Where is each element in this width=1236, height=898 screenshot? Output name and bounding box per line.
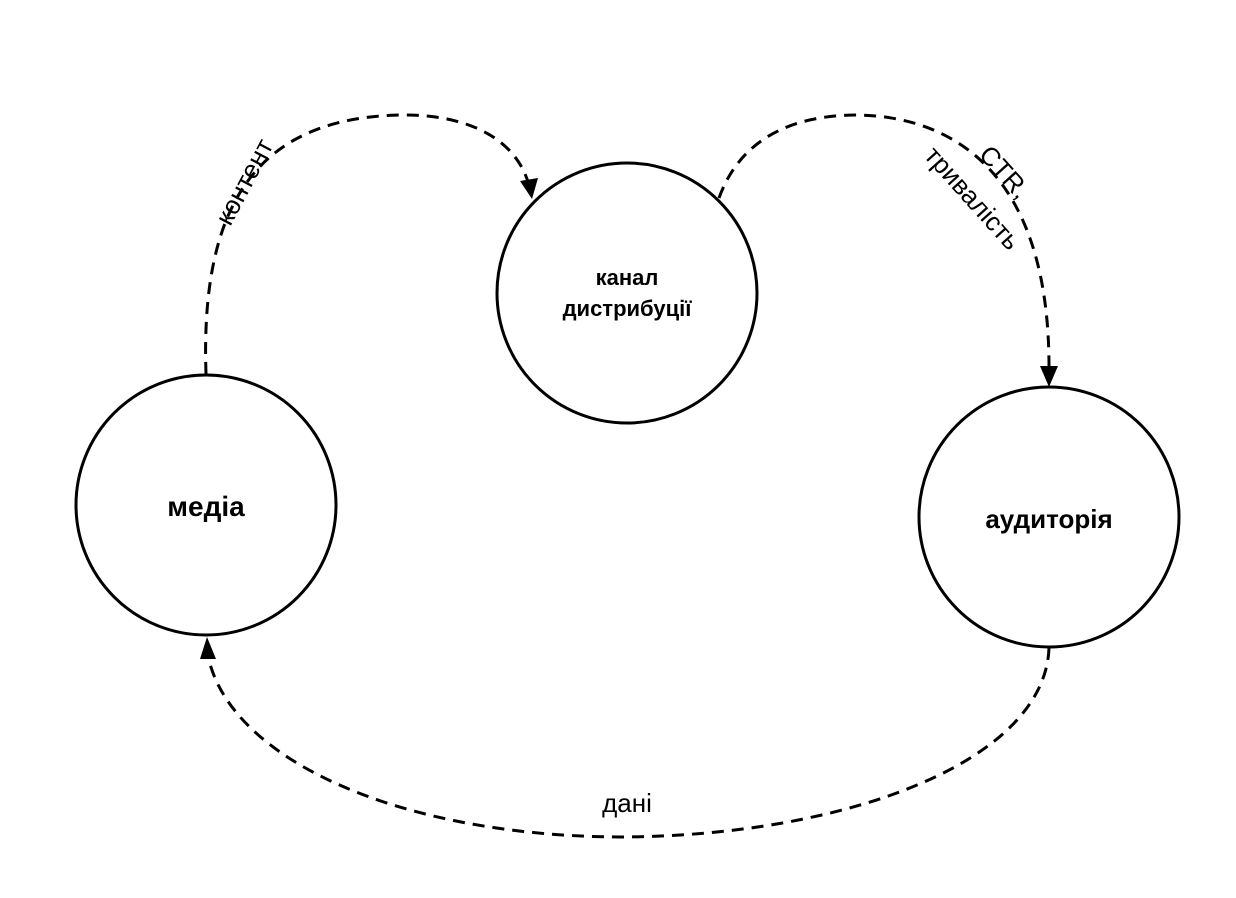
node-media-circle — [74, 373, 338, 637]
node-audience-circle — [917, 385, 1181, 649]
node-audience-label: аудиторія — [985, 504, 1112, 534]
node-media-label: медіа — [167, 491, 245, 522]
edge-data-label: дані — [602, 788, 652, 818]
node-channel-label-line1: канал — [596, 265, 659, 290]
arrowhead-content — [520, 178, 538, 199]
node-channel-circle — [495, 161, 759, 425]
edge-metrics — [717, 113, 1051, 371]
edge-data — [206, 647, 1051, 839]
node-channel-label-line2: дистрибуції — [563, 296, 693, 321]
arrowhead-data — [200, 637, 216, 659]
edge-content-label: контент — [209, 134, 279, 230]
arrowhead-metrics — [1040, 366, 1058, 387]
